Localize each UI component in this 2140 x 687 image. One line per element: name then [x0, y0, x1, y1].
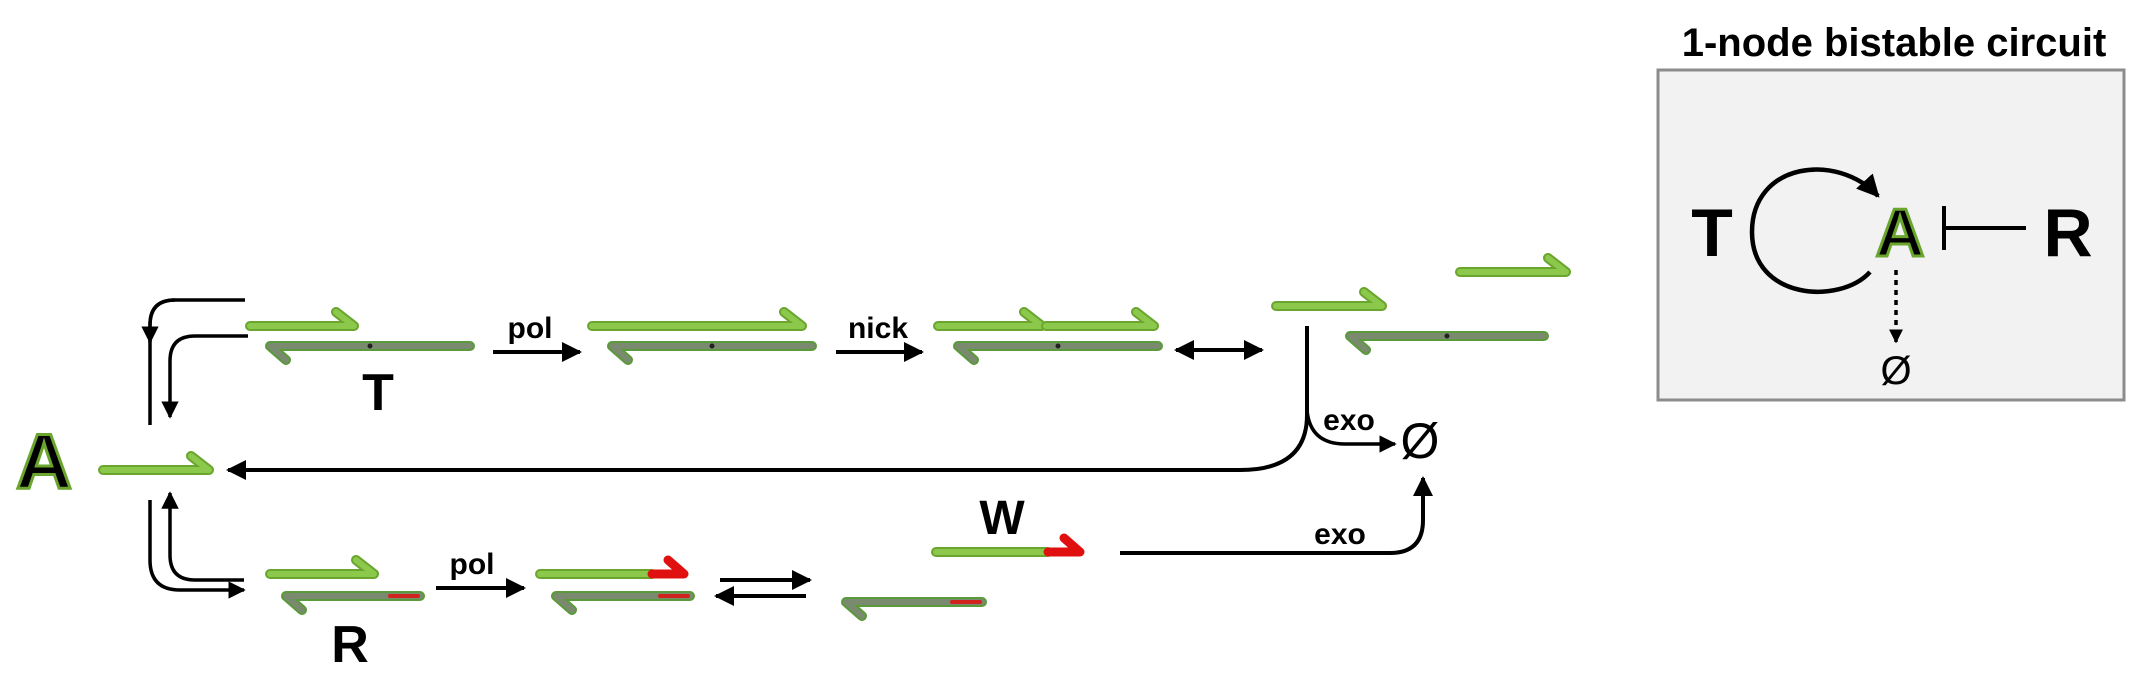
nick-label: nick — [848, 312, 908, 345]
template-complex-extended — [587, 307, 817, 365]
binding-arrows-bottom — [148, 491, 246, 599]
waste-label: W — [979, 492, 1025, 545]
repressor-complex-extended — [535, 555, 695, 615]
inset-degraded-node: Ø — [1880, 349, 1911, 393]
waste-strand — [931, 533, 1085, 557]
repressor-complex-1 — [265, 555, 425, 615]
inset-activator-node: A — [1875, 195, 1924, 271]
template-complex-1 — [245, 307, 475, 365]
inset-panel — [1656, 68, 2126, 402]
degraded-symbol: Ø — [1401, 413, 1440, 469]
free-repressor-template — [841, 597, 987, 621]
template-complex-nicked — [933, 307, 1163, 365]
pol-top-label: pol — [508, 312, 553, 345]
activator-label: A — [16, 417, 72, 505]
inset-template-node: T — [1691, 195, 1733, 271]
exo-activator-arrow — [1305, 409, 1397, 453]
inset-repressor-node: R — [2043, 195, 2092, 271]
recycle-arrow — [226, 326, 1309, 480]
activator-strand — [98, 451, 214, 475]
self-activation-arrow — [1749, 167, 1880, 295]
released-products — [1271, 253, 1571, 355]
equilibrium-arrows — [714, 570, 812, 606]
inset-title: 1-node bistable circuit — [1682, 21, 2107, 65]
repression-bar — [1942, 206, 2026, 250]
exo-waste-label: exo — [1314, 518, 1366, 551]
pol-bottom-label: pol — [450, 548, 495, 581]
binding-arrows-top — [141, 298, 248, 425]
repressor-label: R — [331, 616, 369, 674]
template-label: T — [362, 364, 394, 422]
exo-waste-arrow — [1120, 476, 1433, 555]
exo-activator-label: exo — [1323, 404, 1375, 437]
